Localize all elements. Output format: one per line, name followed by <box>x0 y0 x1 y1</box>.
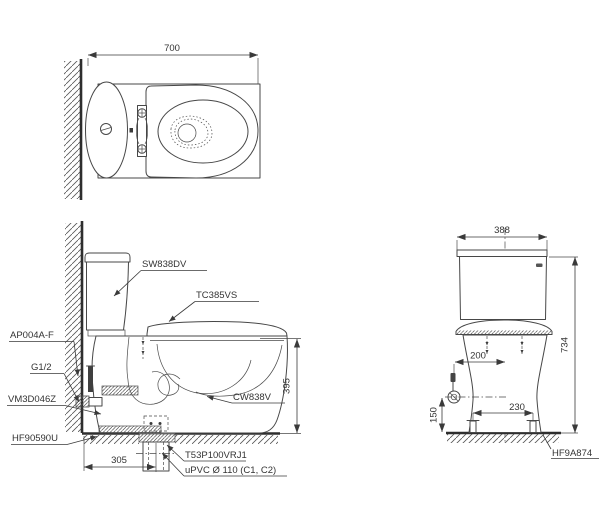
cistern-top <box>85 81 128 179</box>
drain-hole <box>177 123 197 143</box>
dim-bowl-height: 395 <box>282 378 293 394</box>
label-drain-pipe-spec: uPVC Ø 110 (C1, C2) <box>161 452 287 477</box>
side-view: 395 305 SW838DV TC385VS AP004A-F G1/2 <box>7 221 301 477</box>
svg-text:VM3D046Z: VM3D046Z <box>8 394 56 405</box>
dim-outlet-from-wall: 305 <box>111 455 127 466</box>
supply-rod <box>88 366 93 392</box>
top-view-wall <box>64 59 83 200</box>
svg-text:TC385VS: TC385VS <box>196 290 237 301</box>
cistern-gasket <box>87 329 126 337</box>
trap-seal-band <box>101 385 139 396</box>
front-view-floor <box>446 431 578 443</box>
basin-sweep <box>195 344 283 397</box>
cistern-body <box>86 261 129 331</box>
valve-handle <box>450 373 456 382</box>
water-surface-inner <box>174 118 209 146</box>
dim-tank-width: 388 <box>494 225 510 236</box>
top-view: 700 <box>64 43 261 200</box>
pipe-collar <box>138 433 176 443</box>
svg-text:SW838DV: SW838DV <box>142 259 187 270</box>
cistern-side <box>84 252 131 337</box>
wall-hatch <box>64 61 80 199</box>
valve-body <box>88 397 103 407</box>
cistern-lid <box>84 252 131 263</box>
floor-bolts-front <box>466 420 540 433</box>
bowl-side <box>91 335 288 434</box>
side-dim-395: 395 <box>260 338 301 433</box>
front-view: 388 734 200 150 230 HF9A874 <box>429 225 599 459</box>
svg-text:T53P100VRJ1: T53P100VRJ1 <box>185 450 247 461</box>
label-bowl-model: CW838V <box>206 392 285 404</box>
wall-hatch <box>65 223 81 432</box>
seat-gasket-band <box>457 330 551 335</box>
svg-text:AP004A-F: AP004A-F <box>10 330 54 341</box>
svg-text:CW838V: CW838V <box>233 392 272 403</box>
cistern-lid <box>456 249 548 257</box>
floor-hatch <box>175 435 278 444</box>
basin-curve <box>156 343 252 394</box>
supply-valve-front <box>445 373 507 404</box>
front-dim-388: 388 <box>456 225 548 251</box>
dim-supply-height: 150 <box>429 407 440 423</box>
label-floor-fixing-front: HF9A874 <box>542 434 599 459</box>
dim-overall-depth: 700 <box>164 43 180 54</box>
svg-text:HF90590U: HF90590U <box>12 433 58 444</box>
side-dim-305: 305 <box>83 436 156 471</box>
label-floor-fixing-model: HF90590U <box>11 433 98 445</box>
floor-bolt <box>469 420 477 433</box>
water-surface-outer <box>170 115 213 149</box>
floor-hatch <box>447 434 559 443</box>
seat-lid-top <box>145 84 259 179</box>
svg-text:G1/2: G1/2 <box>31 362 52 373</box>
drain-pipe-side <box>136 433 176 472</box>
dim-supply-offset: 200 <box>470 351 486 362</box>
seat-front <box>455 319 553 335</box>
floor-hatch <box>83 435 139 444</box>
label-drain-socket-model: T53P100VRJ1 <box>166 444 247 462</box>
front-dim-230: 230 <box>472 402 534 420</box>
label-trap-seal-model: VM3D046Z <box>7 394 102 416</box>
seat-opening <box>157 99 249 164</box>
brand-logo-mark <box>536 263 543 267</box>
label-seat-cover-model: TC385VS <box>168 290 259 322</box>
dim-total-height-value: 734 <box>560 337 571 353</box>
svg-text:uPVC Ø 110 (C1, C2): uPVC Ø 110 (C1, C2) <box>185 465 276 476</box>
outlet-flange <box>143 415 169 432</box>
trap-hook <box>157 373 181 396</box>
trap-weir <box>127 371 170 405</box>
floor-fixing-band <box>98 425 162 433</box>
label-tank-model: SW838DV <box>113 259 207 297</box>
front-dim-734: 734 <box>549 256 579 433</box>
wall-fitting <box>75 395 90 408</box>
svg-text:HF9A874: HF9A874 <box>552 448 592 459</box>
seat-hinge-top <box>129 105 148 157</box>
dim-bolt-spacing: 230 <box>509 402 525 413</box>
cistern-body <box>459 256 547 320</box>
bowl-outline <box>91 335 288 434</box>
seat-cover-profile <box>146 321 288 337</box>
hinge-pin <box>129 128 133 133</box>
side-view-floor <box>82 432 301 444</box>
label-thread-size: G1/2 <box>30 362 80 403</box>
front-dim-150: 150 <box>429 398 446 432</box>
front-dim-200: 200 <box>453 351 505 373</box>
floor-bolt <box>529 420 537 433</box>
cistern-front <box>456 249 548 320</box>
label-supply-valve-model: AP004A-F <box>9 330 80 377</box>
seat-side <box>141 321 288 359</box>
